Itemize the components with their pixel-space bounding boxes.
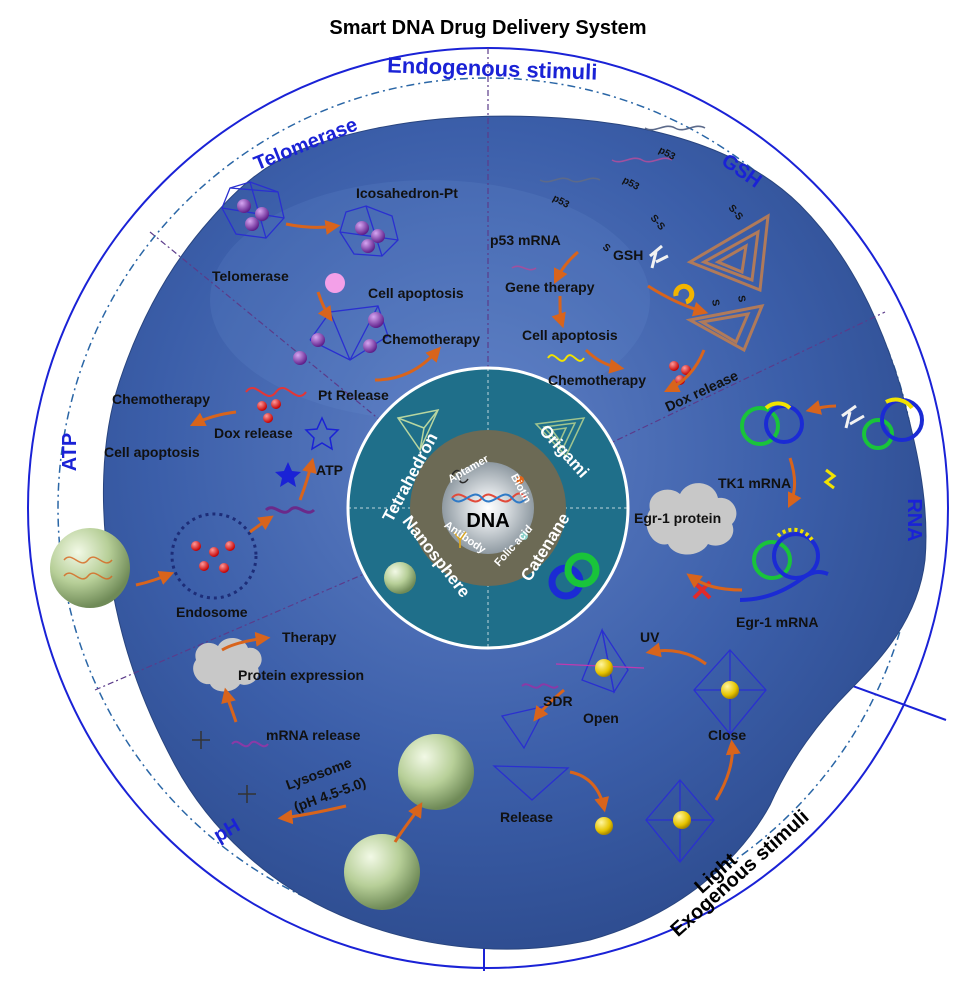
rna-scissor-icon — [841, 404, 865, 429]
rna-stimulus-label: RNA — [903, 498, 925, 541]
gsh-apoptosis-label: Cell apoptosis — [522, 327, 618, 343]
biotin-icon — [516, 476, 524, 484]
catenane-icon — [548, 552, 600, 600]
protein-cloud-icon — [193, 637, 262, 692]
rna-panel: TK1 mRNA Egr-1 protein Egr-1 mRNA — [634, 397, 924, 630]
aptamer-star-icon — [304, 416, 340, 451]
catenane-probe-icon — [740, 401, 804, 446]
pt-apoptosis-label: Cell apoptosis — [368, 285, 464, 301]
sector-dividers — [94, 48, 886, 691]
dna-helix-icon — [451, 492, 527, 504]
nanosphere-carrier-icon — [50, 528, 130, 608]
central-hub: DNA Tetrahedron Origami Nanosphere Caten… — [346, 366, 630, 650]
egr-mrna-label: Egr-1 mRNA — [736, 614, 818, 630]
gsh-step-label: GSH — [613, 247, 643, 263]
released-mrna-icon — [231, 740, 269, 748]
release-label: Release — [500, 809, 553, 825]
telomerase-panel: Icosahedron-Pt Telomerase Cell apoptosis… — [212, 181, 480, 403]
endosome-label: Endosome — [176, 604, 248, 620]
pt-release-label: Pt Release — [318, 387, 389, 403]
mrna-release-label: mRNA release — [266, 727, 361, 743]
ph-therapy-label: Therapy — [282, 629, 337, 645]
tk1-mrna-label: TK1 mRNA — [718, 475, 791, 491]
rna-flow-arrows — [686, 400, 837, 592]
telomerase-flow-arrows — [285, 220, 442, 382]
origami-icon — [534, 417, 586, 458]
lysosome-sphere-large-icon — [398, 734, 474, 810]
hub-center-label: DNA — [466, 510, 509, 532]
atp-flow-arrows — [135, 410, 317, 587]
egr-mrna-binding-icon — [739, 527, 829, 602]
uv-label: UV — [640, 629, 660, 645]
light-flow-arrows — [533, 642, 741, 813]
diagram-title: Smart DNA Drug Delivery System — [329, 17, 646, 39]
close-label: Close — [708, 727, 746, 743]
dox-molecules-icon — [669, 361, 691, 385]
ph-flow-arrows — [221, 631, 423, 843]
lysosome-dna-complex-icon — [192, 731, 256, 803]
endosome-cargo-icons — [191, 541, 235, 573]
open-label: Open — [583, 710, 619, 726]
endosome-icon — [170, 512, 258, 600]
icosahedron-pt-label: Icosahedron-Pt — [356, 185, 458, 201]
gsh-scissor-icon — [649, 244, 669, 269]
atp-chemotherapy-label: Chemotherapy — [112, 391, 210, 407]
sdr-strand-icon — [521, 683, 559, 689]
gene-therapy-label: Gene therapy — [505, 279, 595, 295]
atp-apoptosis-label: Cell apoptosis — [104, 444, 200, 460]
catenane-probe-open-icon — [862, 397, 924, 450]
gsh-flow-arrows — [551, 250, 709, 393]
atp-dox-release-label: Dox release — [214, 425, 293, 441]
sdr-label: SDR — [543, 693, 573, 709]
gsh-released-strand-icon — [547, 354, 585, 362]
tetrahedron-icon — [396, 408, 440, 452]
atp-star-icon — [275, 462, 301, 487]
released-cargo-icon — [595, 817, 613, 835]
lysosome-sphere-small-icon — [344, 834, 420, 910]
gsh-chemotherapy-label: Chemotherapy — [548, 372, 646, 388]
antibody-icon — [453, 531, 467, 548]
origami-triangle-open-icon — [685, 303, 765, 353]
protein-expression-label: Protein expression — [238, 667, 364, 683]
origami-triangle-icon — [686, 213, 770, 293]
telomerase-step-label: Telomerase — [212, 268, 289, 284]
gsh-cut-fragment-icon — [673, 283, 695, 305]
atp-step-label: ATP — [316, 462, 343, 478]
atp-panel: Chemotherapy Dox release Cell apoptosis … — [50, 386, 343, 620]
cell-highlight — [210, 180, 650, 420]
nanosphere-carrier-strands — [63, 556, 113, 580]
egr-protein-cloud-icon — [646, 483, 737, 555]
s-tag-3: S — [735, 295, 747, 304]
atp-dna-strand-icon — [245, 386, 307, 398]
tk1-mrna-icon — [823, 468, 837, 490]
s-tag-2: S — [709, 299, 721, 308]
p53-mrna-label: p53 mRNA — [490, 232, 561, 248]
egr-protein-label: Egr-1 protein — [634, 510, 721, 526]
folic-acid-icon — [520, 532, 528, 540]
endogenous-stimuli-label: Endogenous stimuli — [387, 52, 598, 84]
telomerase-enzyme-icon — [325, 273, 345, 293]
aptamer-icon — [451, 469, 469, 484]
atp-stimulus-label: ATP — [59, 433, 81, 472]
pt-chemotherapy-label: Chemotherapy — [382, 331, 480, 347]
nanosphere-icon — [384, 562, 416, 594]
atp-dox-molecules-icon — [257, 399, 281, 423]
atp-released-complex-icon — [264, 506, 316, 514]
p53-strand-icons — [511, 125, 706, 271]
light-panel: UV SDR Open Close Release — [492, 627, 767, 864]
octahedron-release-icon — [492, 705, 570, 801]
